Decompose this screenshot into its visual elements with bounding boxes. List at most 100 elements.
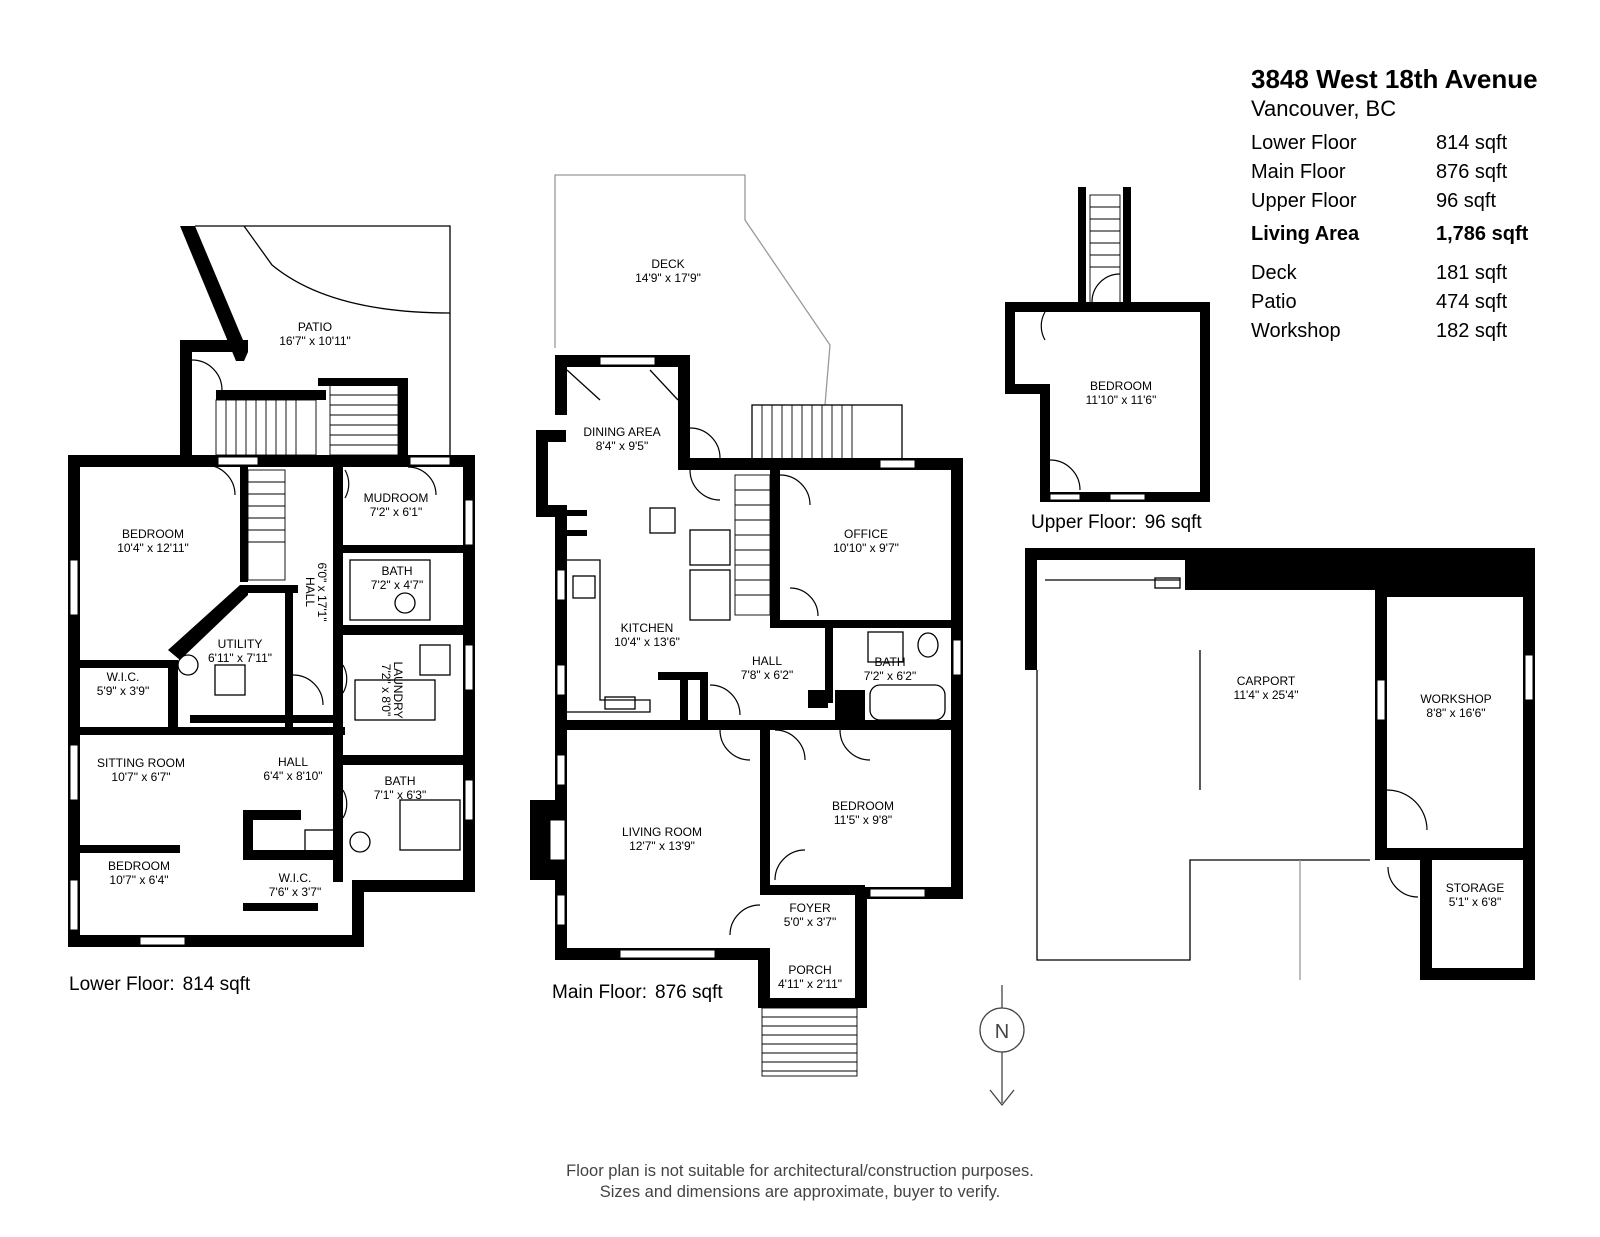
window xyxy=(69,559,79,616)
exterior-wall xyxy=(536,430,548,515)
main-floor-plan: DECK 14'9" x 17'9" DINING AREA 8'4" x 9'… xyxy=(530,174,963,1077)
sink-icon xyxy=(349,831,371,853)
exterior-wall xyxy=(68,455,80,945)
exterior-wall xyxy=(68,935,364,947)
stair-wall xyxy=(318,378,408,386)
room-name-bedroom: BEDROOM xyxy=(1090,379,1152,393)
area-label: Upper Floor xyxy=(1251,190,1357,212)
compass-label: N xyxy=(995,1021,1009,1043)
room-name-laundry: LAUNDRY xyxy=(391,661,405,718)
interior-wall xyxy=(835,690,865,725)
sink-icon xyxy=(572,575,596,599)
north-compass: N xyxy=(979,985,1025,1107)
door-swing xyxy=(689,469,721,501)
bay-line xyxy=(566,369,601,401)
room-name-wic: W.I.C. xyxy=(279,871,312,885)
property-summary: 3848 West 18th Avenue Vancouver, BC Lowe… xyxy=(1251,63,1581,346)
room-name-bath: BATH xyxy=(874,655,905,669)
interior-wall xyxy=(770,620,951,628)
window xyxy=(619,949,716,959)
area-value: 1,786 sqft xyxy=(1436,223,1529,245)
room-dims-bedroom: 10'4" x 12'11" xyxy=(117,541,189,555)
interior-wall xyxy=(285,593,293,728)
door-swing xyxy=(709,684,741,716)
deck-stairs xyxy=(761,405,853,460)
room-dims-wic: 7'6" x 3'7" xyxy=(269,885,321,899)
room-name-carport: CARPORT xyxy=(1237,674,1296,688)
room-name-hall: HALL xyxy=(752,654,782,668)
room-dims-laundry: 7'2" x 8'0" xyxy=(379,664,393,716)
lower-floor-plan: PATIO 16'7" x 10'11" BEDROOM 10'4" x 12'… xyxy=(68,225,475,995)
area-value: 814 sqft xyxy=(1436,132,1508,154)
patio-stairs xyxy=(215,384,399,456)
electrical-panel-icon xyxy=(177,654,199,676)
exterior-wall xyxy=(678,458,963,470)
room-name-bath: BATH xyxy=(384,774,415,788)
interior-wall xyxy=(555,720,951,730)
interior-wall xyxy=(80,845,180,853)
window xyxy=(139,936,186,946)
door-swing xyxy=(774,729,806,761)
room-name-workshop: WORKSHOP xyxy=(1420,692,1491,706)
room-name-sitting-room: SITTING ROOM xyxy=(97,756,185,770)
room-name-hall: HALL xyxy=(278,755,308,769)
floor-area: 96 sqft xyxy=(1145,512,1203,533)
upper-stairs xyxy=(1089,194,1121,304)
room-dims-carport: 11'4" x 25'4" xyxy=(1234,688,1299,702)
room-dims-utility: 6'11" x 7'11" xyxy=(208,651,272,665)
exterior-wall xyxy=(1523,548,1535,980)
area-label: Lower Floor xyxy=(1251,132,1357,154)
door-swing xyxy=(407,466,437,496)
floor-area: 876 sqft xyxy=(655,982,723,1003)
room-name-storage: STORAGE xyxy=(1446,881,1504,895)
stair-wall xyxy=(216,390,326,400)
interior-wall xyxy=(658,672,708,680)
door-swing xyxy=(342,664,348,694)
workshop-wall xyxy=(1375,585,1387,860)
interior-wall xyxy=(343,755,463,765)
window xyxy=(869,888,926,898)
interior-wall xyxy=(700,672,708,727)
deck-outline xyxy=(554,174,831,406)
floor-caption-main: Main Floor:876 sqft xyxy=(552,982,723,1003)
room-name-office: OFFICE xyxy=(844,527,888,541)
room-name-bedroom: BEDROOM xyxy=(122,527,184,541)
carport-outline xyxy=(1036,670,1370,961)
room-name-wic: W.I.C. xyxy=(107,670,140,684)
exterior-wall xyxy=(1005,302,1015,394)
bathtub-icon xyxy=(869,684,946,721)
door-swing xyxy=(204,464,236,496)
stove-icon xyxy=(604,696,636,710)
sink-icon xyxy=(394,592,416,614)
stair-wall xyxy=(1078,187,1086,307)
room-dims-hall: 6'0" x 17'1" xyxy=(315,562,329,621)
room-dims-kitchen: 10'4" x 13'6" xyxy=(614,635,680,649)
interior-wall xyxy=(760,725,770,895)
shower-icon xyxy=(399,799,461,851)
room-dims-hall: 6'4" x 8'10" xyxy=(263,769,322,783)
room-dims-bedroom: 11'10" x 11'6" xyxy=(1086,393,1157,407)
door-swing xyxy=(1040,311,1046,341)
door-swing xyxy=(1091,273,1121,303)
area-value: 474 sqft xyxy=(1436,291,1508,313)
room-dims-bath: 7'2" x 6'2" xyxy=(864,669,916,683)
exterior-wall xyxy=(951,458,963,898)
interior-wall xyxy=(243,810,301,820)
workshop-wall xyxy=(1375,848,1535,860)
fridge-icon xyxy=(649,507,676,534)
room-name-patio: PATIO xyxy=(298,320,332,334)
interior-wall xyxy=(808,690,828,708)
room-dims-bath: 7'1" x 6'3" xyxy=(374,788,426,802)
property-city: Vancouver, BC xyxy=(1251,96,1397,121)
disclaimer-line-2: Sizes and dimensions are approximate, bu… xyxy=(600,1183,1000,1201)
floor-caption-lower: Lower Floor:814 sqft xyxy=(69,974,251,995)
exterior-wall xyxy=(1185,560,1195,590)
room-name-foyer: FOYER xyxy=(789,901,831,915)
window xyxy=(556,754,566,786)
area-value: 182 sqft xyxy=(1436,320,1508,342)
arrow-down-icon xyxy=(989,1089,1015,1107)
interior-wall xyxy=(333,467,343,882)
door-swing xyxy=(292,674,324,706)
